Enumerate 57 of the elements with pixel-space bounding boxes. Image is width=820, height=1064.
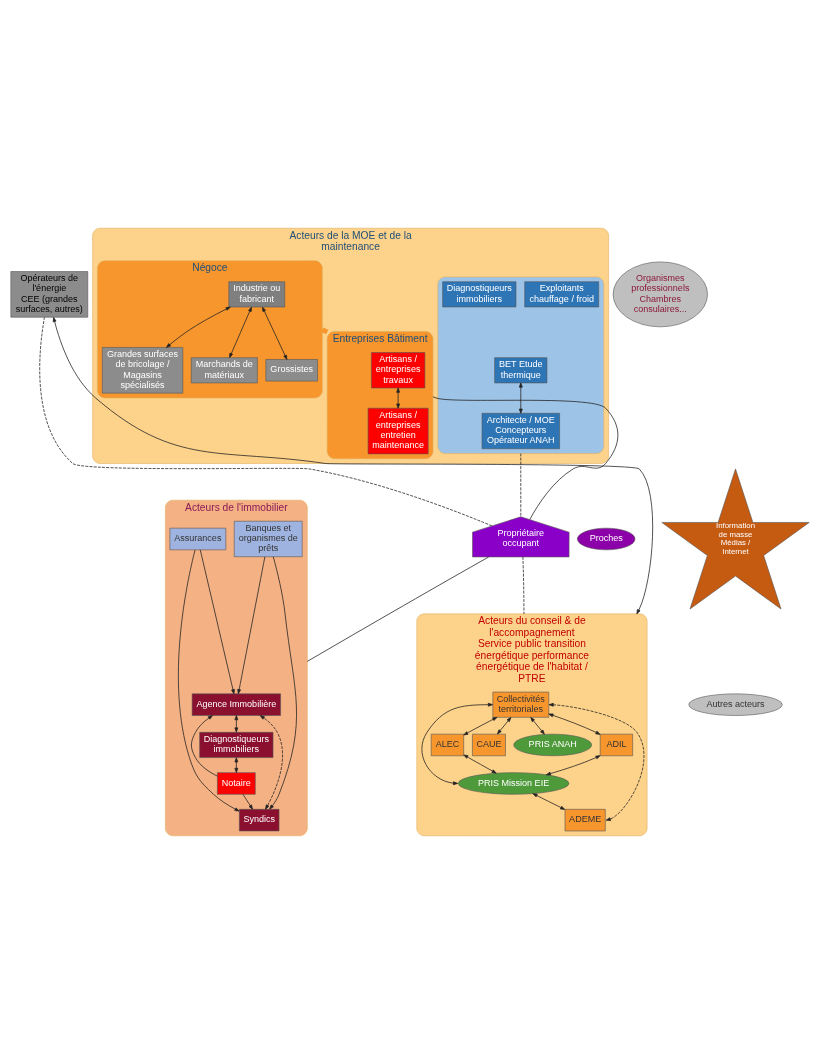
arrow: [262, 306, 288, 360]
arrow: [463, 754, 497, 774]
node-box: Artisans / entreprises entretien maintenance: [367, 407, 429, 455]
node-box: Diagnostiqueurs immobiliers: [442, 281, 517, 308]
arrow: [237, 556, 266, 695]
node-box: Notaire: [217, 772, 256, 795]
arrow: [234, 715, 239, 733]
arrow: [548, 713, 601, 735]
node-box: ADIL: [599, 733, 633, 757]
node-ellipse: Organismes professionnels Chambres consulaires...: [612, 261, 708, 328]
connector: [321, 327, 329, 335]
node-box: Agence Immobilière: [191, 693, 281, 716]
node-ellipse: PRIS ANAH: [513, 733, 592, 757]
arrow: [548, 702, 645, 821]
node-box: Marchands de matériaux: [190, 357, 258, 384]
connector: [39, 317, 493, 527]
arrow: [396, 387, 400, 409]
arrow: [259, 715, 283, 810]
connector: [520, 453, 522, 518]
node-box: ALEC: [430, 733, 464, 757]
arrow: [234, 757, 239, 773]
node-box: Grossistes: [265, 359, 318, 382]
arrow: [229, 306, 252, 358]
arrow: [518, 382, 523, 414]
arrow: [463, 716, 498, 736]
node-box: Banques et organismes de prêts: [233, 520, 303, 558]
node-box: Artisans / entreprises travaux: [371, 352, 426, 389]
arrow: [191, 715, 218, 777]
node-box: ADEME: [564, 809, 606, 832]
arrow: [421, 702, 493, 786]
node-box: Industrie ou fabricant: [228, 281, 286, 308]
arrow: [530, 717, 545, 735]
node-box: Grandes surfaces de bricolage / Magasins spécialisés: [101, 347, 184, 394]
connector: [432, 396, 619, 520]
arrow: [166, 306, 231, 348]
arrow: [177, 549, 240, 812]
node-box: BET Etude thermique: [494, 357, 548, 384]
arrow: [532, 793, 566, 810]
arrow: [545, 755, 601, 776]
node-box: Opérateurs de l'énergie CEE (grandes surfaces, autres): [10, 271, 89, 318]
arrow: [52, 317, 654, 615]
connector: [522, 556, 525, 615]
node-box: Collectivités territoriales: [492, 691, 550, 718]
arrow: [199, 549, 235, 695]
node-box: Assurances: [169, 527, 227, 551]
arrow: [269, 556, 297, 810]
arrow: [497, 717, 512, 735]
node-box: Exploitants chauffage / froid: [524, 281, 599, 308]
node-ellipse: Autres acteurs: [688, 693, 783, 716]
connector: [306, 556, 489, 662]
node-box: Architecte / MOE Concepteurs Opérateur ANAH: [481, 413, 560, 450]
node-ellipse: Proches: [577, 527, 636, 551]
node-box: Syndics: [239, 809, 280, 832]
cluster: [437, 276, 605, 454]
arrow: [242, 793, 253, 810]
node-box: CAUE: [472, 733, 506, 757]
node-box: Diagnostiqueurs immobiliers: [199, 732, 274, 758]
